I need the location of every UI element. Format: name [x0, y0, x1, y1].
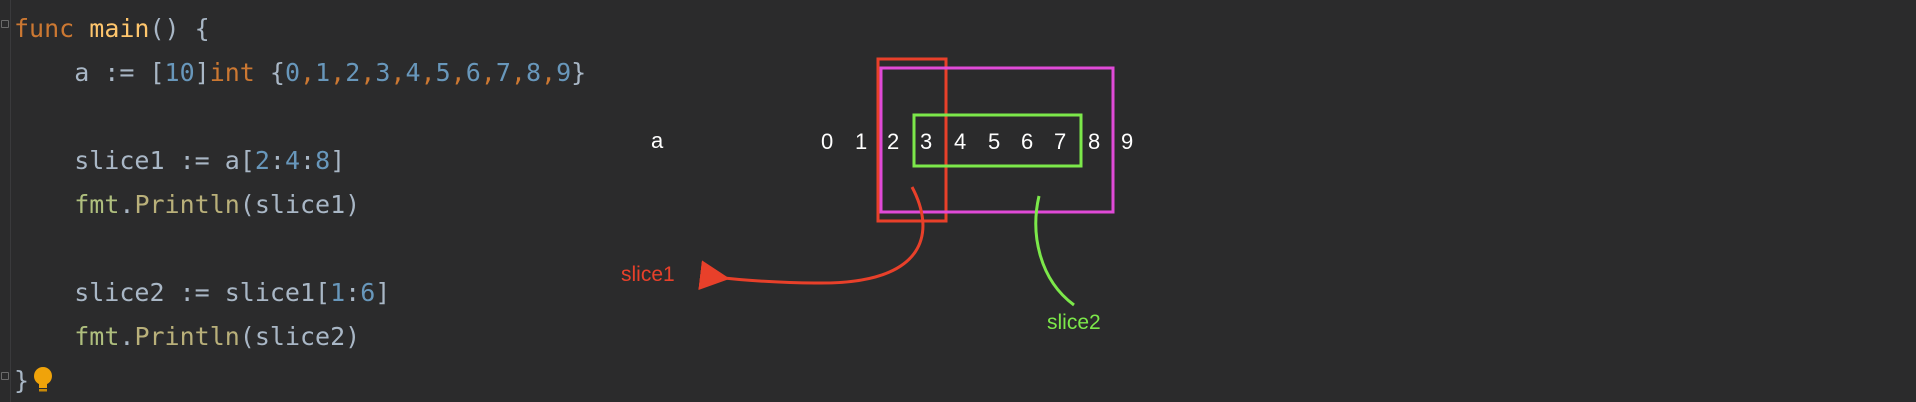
code-token: ,	[390, 58, 406, 87]
array-element: 0	[821, 129, 833, 154]
slice2-box	[912, 113, 1083, 168]
code-token: (slice1)	[239, 190, 361, 219]
editor-gutter	[0, 0, 11, 402]
fold-close-icon[interactable]	[1, 372, 9, 380]
code-token: slice2 := slice1[	[14, 278, 331, 307]
code-line[interactable]: slice2 := slice1[1:6]	[14, 271, 586, 315]
code-line[interactable]: func main() {	[14, 7, 586, 51]
code-token: 10	[164, 58, 195, 87]
array-element: 2	[887, 129, 899, 154]
code-line[interactable]: fmt.Println(slice1)	[14, 183, 586, 227]
slice2-label: slice2	[1047, 311, 1101, 334]
code-token: ,	[450, 58, 466, 87]
code-token: ,	[330, 58, 346, 87]
code-token: 6	[360, 278, 376, 307]
slice1-label: slice1	[621, 263, 675, 286]
code-token: ,	[420, 58, 436, 87]
code-token	[14, 322, 74, 351]
array-element: 1	[855, 129, 867, 154]
code-token: 5	[435, 58, 451, 87]
code-token: (slice2)	[239, 322, 361, 351]
code-token: ]	[375, 278, 391, 307]
code-token: 9	[556, 58, 572, 87]
code-line[interactable]	[14, 227, 586, 271]
code-token: fmt	[74, 322, 120, 351]
code-token: ,	[360, 58, 376, 87]
code-token: func	[14, 14, 90, 43]
code-token: 0	[284, 58, 301, 87]
code-token: 1	[330, 278, 346, 307]
array-label: a	[651, 128, 664, 153]
code-token: }	[14, 366, 30, 395]
array-element: 9	[1121, 129, 1133, 154]
array-element: 7	[1054, 129, 1066, 154]
code-token: {	[254, 58, 285, 87]
code-token: main	[89, 14, 150, 43]
slice1-capacity-box	[879, 66, 1115, 214]
code-token: int	[209, 58, 255, 87]
code-line[interactable]: }	[14, 359, 586, 402]
code-token: ,	[541, 58, 557, 87]
code-token: 4	[405, 58, 421, 87]
code-token: 7	[495, 58, 511, 87]
code-token: .	[119, 322, 135, 351]
code-token: ,	[480, 58, 496, 87]
code-token	[14, 190, 74, 219]
lightbulb-icon[interactable]	[31, 365, 55, 395]
slice1-len-box	[876, 57, 948, 223]
code-token: 1	[315, 58, 331, 87]
code-token: ,	[510, 58, 526, 87]
code-token: slice1 := a[	[14, 146, 255, 175]
code-token: ]	[194, 58, 210, 87]
code-token: 8	[525, 58, 542, 87]
code-line[interactable]: slice1 := a[2:4:8]	[14, 139, 586, 183]
code-token: Println	[134, 190, 240, 219]
array-element: 4	[954, 129, 966, 154]
array-element: 5	[988, 129, 1000, 154]
slice2-pointer-line	[1034, 195, 1075, 307]
code-token: a := [	[14, 58, 165, 87]
code-token: :	[300, 146, 316, 175]
array-element: 6	[1021, 129, 1033, 154]
fold-open-icon[interactable]	[1, 20, 9, 28]
slice1-pointer-arrow	[698, 186, 925, 291]
array-element: 3	[920, 129, 932, 154]
code-token: 6	[465, 58, 481, 87]
code-editor[interactable]: func main() { a := [10]int {0,1,2,3,4,5,…	[14, 7, 586, 402]
code-line[interactable]	[14, 95, 586, 139]
code-token: }	[571, 58, 587, 87]
code-token: ]	[330, 146, 346, 175]
code-line[interactable]: fmt.Println(slice2)	[14, 315, 586, 359]
code-token: ,	[300, 58, 316, 87]
code-token: fmt	[74, 190, 120, 219]
array-element: 8	[1088, 129, 1100, 154]
code-token: 2	[254, 146, 270, 175]
code-line[interactable]: a := [10]int {0,1,2,3,4,5,6,7,8,9}	[14, 51, 586, 95]
code-token: () {	[149, 14, 210, 43]
code-token: 4	[284, 146, 301, 175]
code-token: 3	[375, 58, 391, 87]
code-token: 2	[345, 58, 361, 87]
code-token: :	[345, 278, 361, 307]
code-token: :	[269, 146, 285, 175]
code-token: Println	[134, 322, 240, 351]
code-token: .	[119, 190, 135, 219]
code-token: 8	[315, 146, 331, 175]
